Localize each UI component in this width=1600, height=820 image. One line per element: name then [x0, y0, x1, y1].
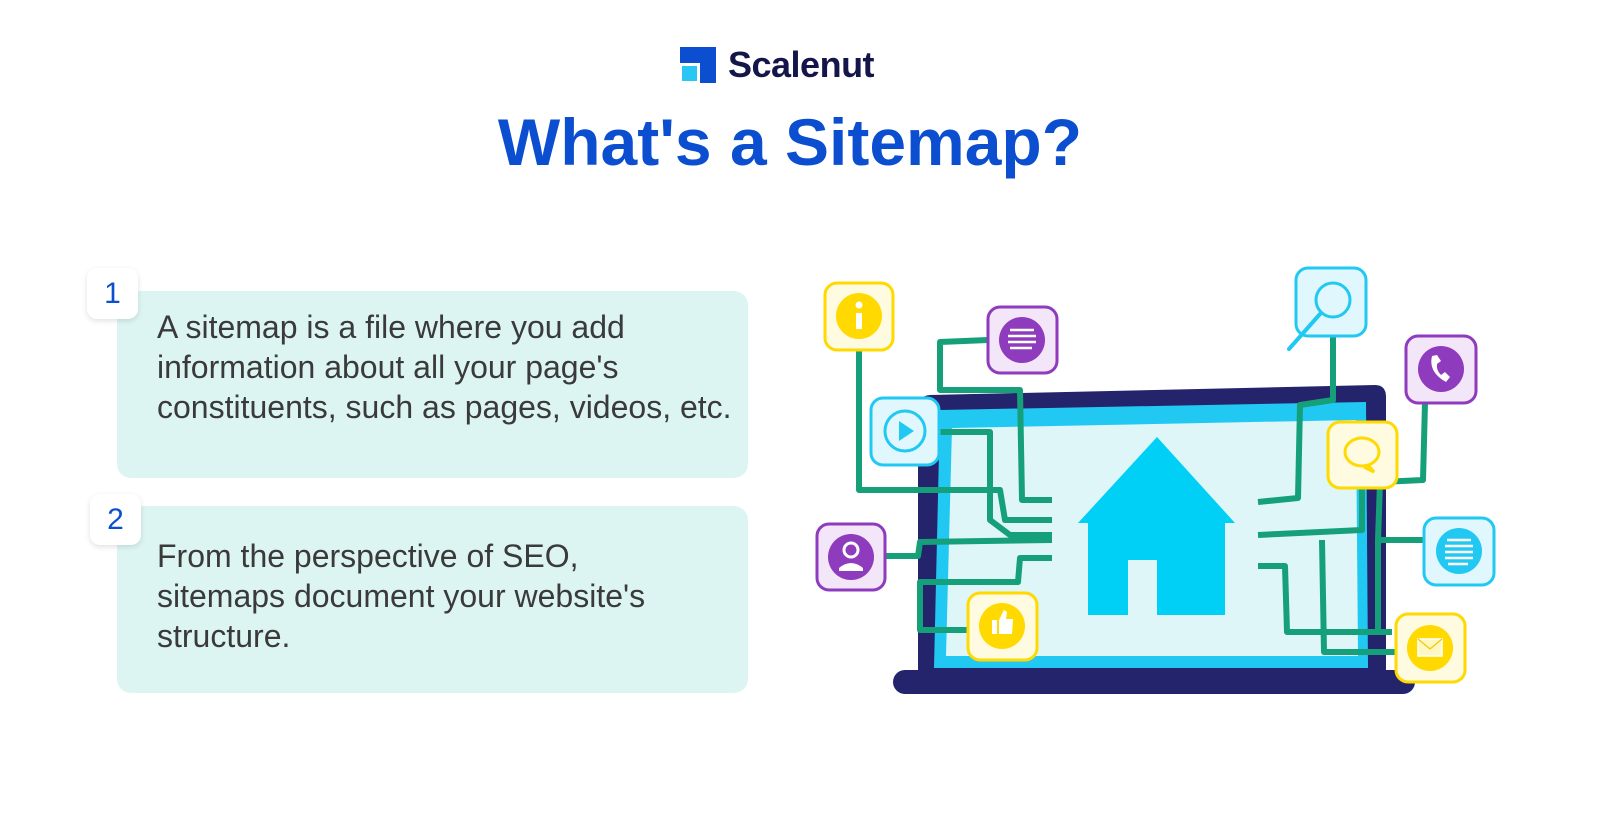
mail-icon [1394, 612, 1467, 684]
point-text: A sitemap is a file where you add inform… [157, 309, 732, 425]
brand-logo: Scalenut [680, 44, 875, 86]
point-number-badge: 1 [87, 268, 138, 319]
search-icon [1287, 266, 1368, 351]
video-play-icon [869, 396, 941, 467]
info-icon [823, 281, 895, 352]
point-number-badge: 2 [90, 494, 141, 545]
text-lines-icon [1422, 516, 1496, 587]
phone-icon [1404, 334, 1478, 405]
page-title: What's a Sitemap? [497, 105, 1083, 179]
point-card-2: From the perspective of SEO, sitemaps do… [117, 506, 748, 693]
user-profile-icon [815, 522, 887, 592]
brand-name: Scalenut [728, 44, 875, 85]
home-icon [1078, 437, 1235, 615]
chat-bubble-icon [1326, 420, 1399, 490]
point-text: From the perspective of SEO, sitemaps do… [157, 538, 646, 654]
document-list-icon [986, 305, 1059, 375]
thumbs-up-icon [966, 591, 1039, 662]
logo-mark-icon [680, 47, 716, 83]
point-card-1: A sitemap is a file where you add inform… [117, 291, 748, 478]
